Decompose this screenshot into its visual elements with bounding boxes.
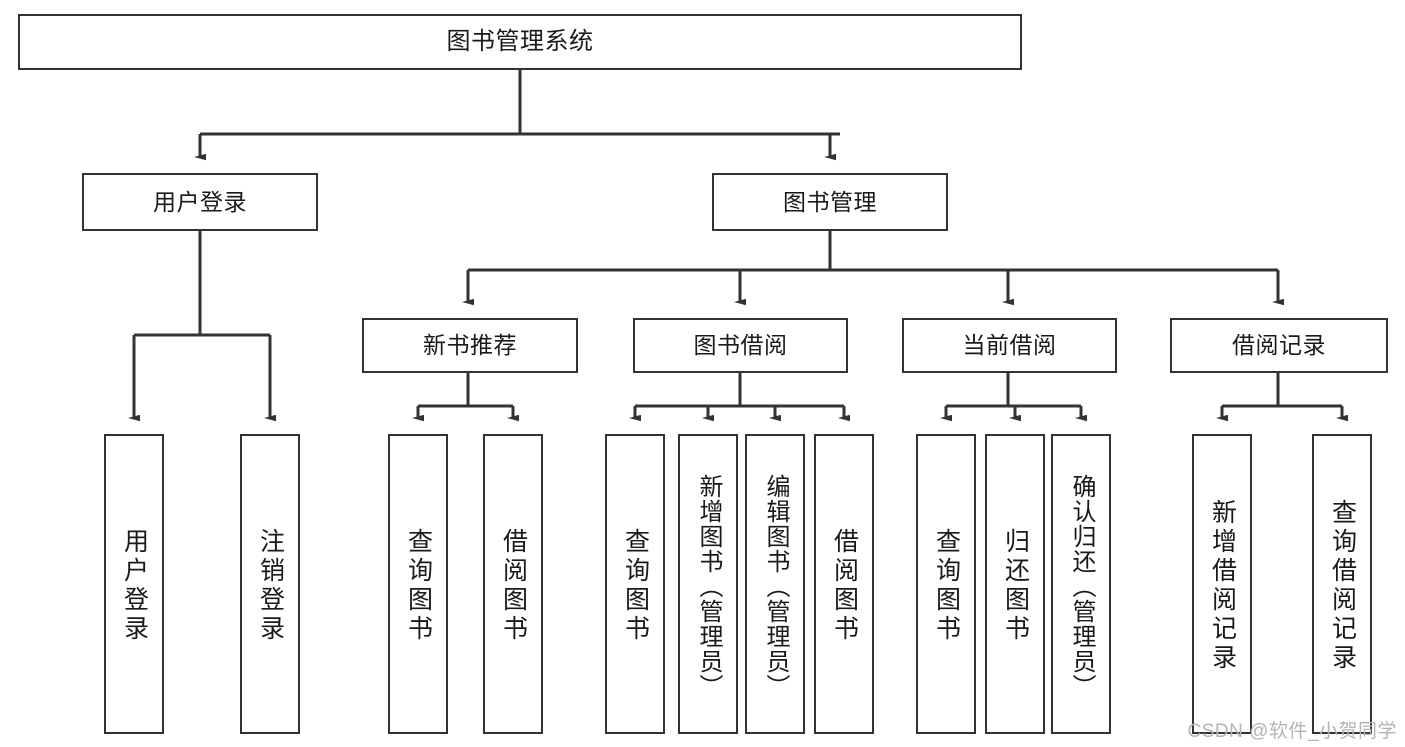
- node-root-label: 图书管理系统: [446, 28, 594, 56]
- node-leaf-edit-book-admin[interactable]: 编辑图书（管理员）: [745, 434, 805, 734]
- node-book-borrow[interactable]: 图书借阅: [633, 318, 848, 373]
- node-leaf-query-book-borrow-label: 查询图书: [621, 528, 650, 644]
- node-leaf-confirm-return-admin[interactable]: 确认归还（管理员）: [1051, 434, 1111, 734]
- node-book-management-label: 图书管理: [783, 188, 877, 215]
- node-leaf-return-book[interactable]: 归还图书: [985, 434, 1045, 734]
- node-leaf-user-login-label: 用户登录: [120, 528, 149, 644]
- node-leaf-query-book-current-label: 查询图书: [932, 528, 961, 644]
- node-user-login[interactable]: 用户登录: [82, 173, 318, 231]
- node-leaf-edit-book-admin-label: 编辑图书（管理员）: [762, 473, 789, 699]
- watermark: CSDN @软件_小贺同学: [1187, 721, 1397, 742]
- node-leaf-logout-label: 注销登录: [256, 528, 285, 644]
- node-user-login-label: 用户登录: [153, 188, 247, 215]
- node-leaf-add-borrow-record-label: 新增借阅记录: [1208, 499, 1237, 673]
- node-leaf-query-book-new[interactable]: 查询图书: [388, 434, 448, 734]
- node-borrow-record[interactable]: 借阅记录: [1170, 318, 1388, 373]
- node-leaf-logout[interactable]: 注销登录: [240, 434, 300, 734]
- node-leaf-user-login[interactable]: 用户登录: [104, 434, 164, 734]
- node-leaf-add-book-admin[interactable]: 新增图书（管理员）: [678, 434, 738, 734]
- node-leaf-add-borrow-record[interactable]: 新增借阅记录: [1192, 434, 1252, 734]
- node-leaf-query-book-borrow[interactable]: 查询图书: [605, 434, 665, 734]
- node-current-borrow[interactable]: 当前借阅: [902, 318, 1117, 373]
- node-leaf-query-book-new-label: 查询图书: [404, 528, 433, 644]
- node-leaf-query-borrow-record-label: 查询借阅记录: [1328, 499, 1357, 673]
- node-leaf-query-book-current[interactable]: 查询图书: [916, 434, 976, 734]
- node-leaf-confirm-return-admin-label: 确认归还（管理员）: [1068, 473, 1095, 699]
- node-leaf-borrow-book-label: 借阅图书: [830, 528, 859, 644]
- node-new-book-recommend[interactable]: 新书推荐: [362, 318, 578, 373]
- node-root[interactable]: 图书管理系统: [18, 14, 1022, 70]
- node-book-borrow-label: 图书借阅: [693, 332, 788, 359]
- node-current-borrow-label: 当前借阅: [962, 332, 1057, 359]
- node-leaf-add-book-admin-label: 新增图书（管理员）: [695, 473, 722, 699]
- node-book-management[interactable]: 图书管理: [712, 173, 948, 231]
- node-leaf-return-book-label: 归还图书: [1001, 528, 1030, 644]
- node-new-book-recommend-label: 新书推荐: [423, 332, 517, 359]
- node-leaf-query-borrow-record[interactable]: 查询借阅记录: [1312, 434, 1372, 734]
- node-leaf-borrow-book-new[interactable]: 借阅图书: [483, 434, 543, 734]
- node-leaf-borrow-book[interactable]: 借阅图书: [814, 434, 874, 734]
- node-leaf-borrow-book-new-label: 借阅图书: [499, 528, 528, 644]
- node-borrow-record-label: 借阅记录: [1232, 332, 1326, 359]
